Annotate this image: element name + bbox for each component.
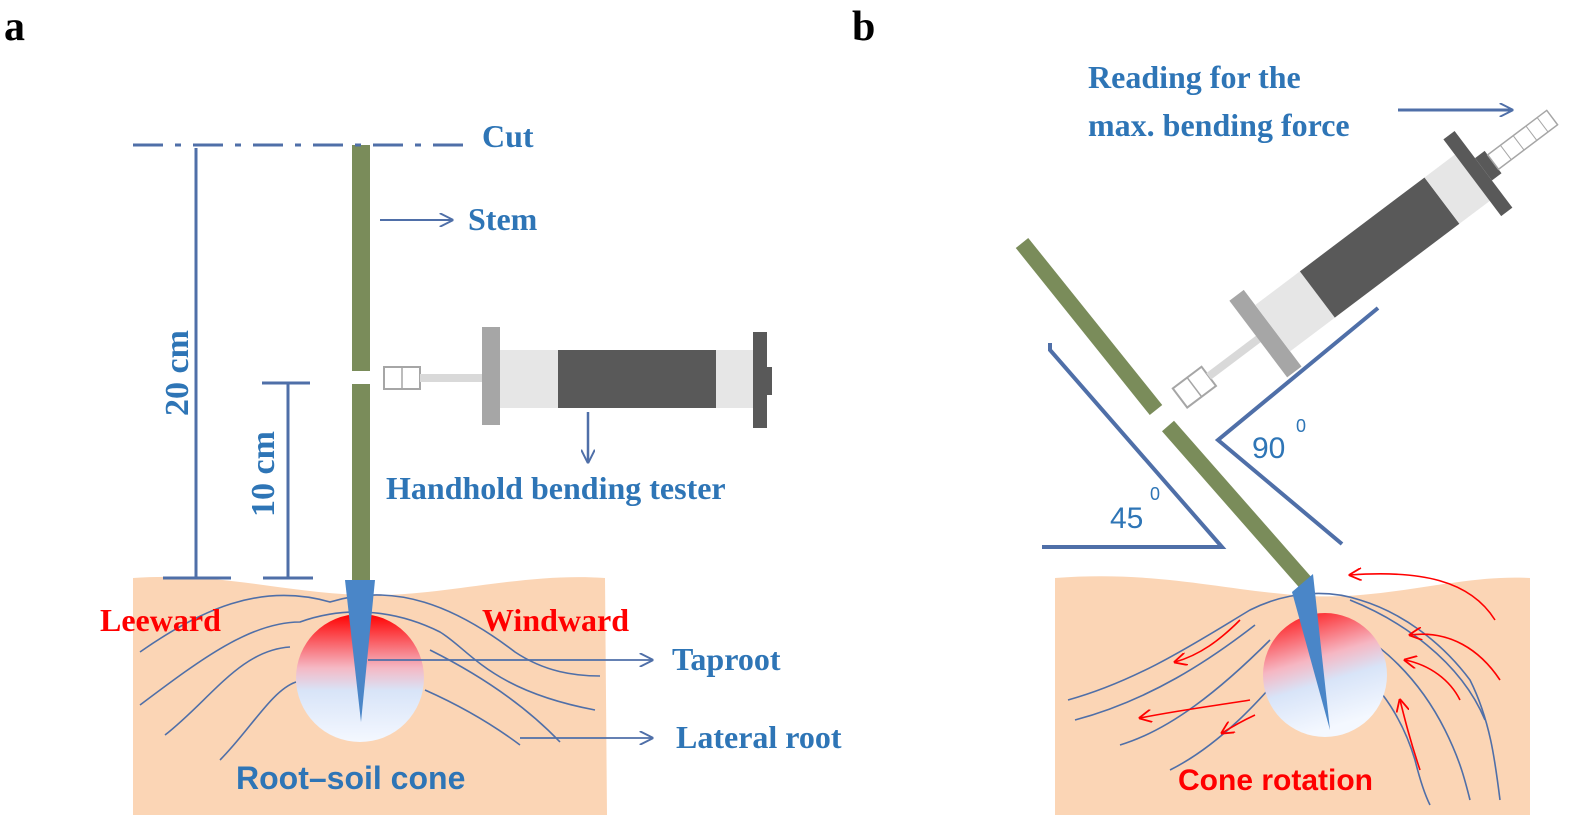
panel-b: b — [852, 4, 1559, 815]
cone-rotation-label: Cone rotation — [1178, 764, 1373, 797]
stem-b — [1015, 237, 1312, 588]
dim-20-label: 20 cm — [159, 330, 196, 416]
stem-a-upper — [352, 145, 370, 371]
root-soil-cone-b — [1263, 613, 1387, 737]
angle-90-label: 90 — [1252, 432, 1285, 465]
stem-a-lower — [352, 384, 370, 580]
cone-label: Root–soil cone — [236, 760, 465, 796]
tester-label: Handhold bending tester — [386, 470, 726, 506]
angle-45-sup: 0 — [1150, 484, 1160, 504]
panel-a-letter: a — [4, 4, 25, 50]
reading-label-line1: Reading for the — [1088, 59, 1301, 95]
angle-90-sup: 0 — [1296, 416, 1306, 436]
rotation-arrows — [1140, 574, 1501, 771]
angle-90-mark — [1214, 306, 1380, 546]
bending-tester-b — [1171, 109, 1559, 409]
stem-label: Stem — [468, 201, 538, 237]
reading-label-line2: max. bending force — [1088, 107, 1350, 143]
bending-tester-a — [383, 327, 772, 428]
dimension-10cm — [262, 381, 313, 580]
lateral-roots-a — [139, 594, 601, 761]
panel-a: a Cut Stem 20 cm — [4, 4, 842, 815]
dim-10-label: 10 cm — [245, 431, 282, 517]
angle-45-mark — [1042, 343, 1227, 549]
taproot-a — [345, 580, 375, 722]
taproot-label: Taproot — [672, 641, 781, 677]
leeward-label: Leeward — [100, 602, 221, 638]
cut-label: Cut — [482, 118, 534, 154]
taproot-b — [1292, 574, 1330, 730]
angle-45-label: 45 — [1110, 502, 1143, 535]
dimension-20cm — [163, 148, 231, 580]
windward-label: Windward — [482, 602, 629, 638]
panel-b-letter: b — [852, 4, 875, 50]
lateral-root-label: Lateral root — [676, 719, 842, 755]
